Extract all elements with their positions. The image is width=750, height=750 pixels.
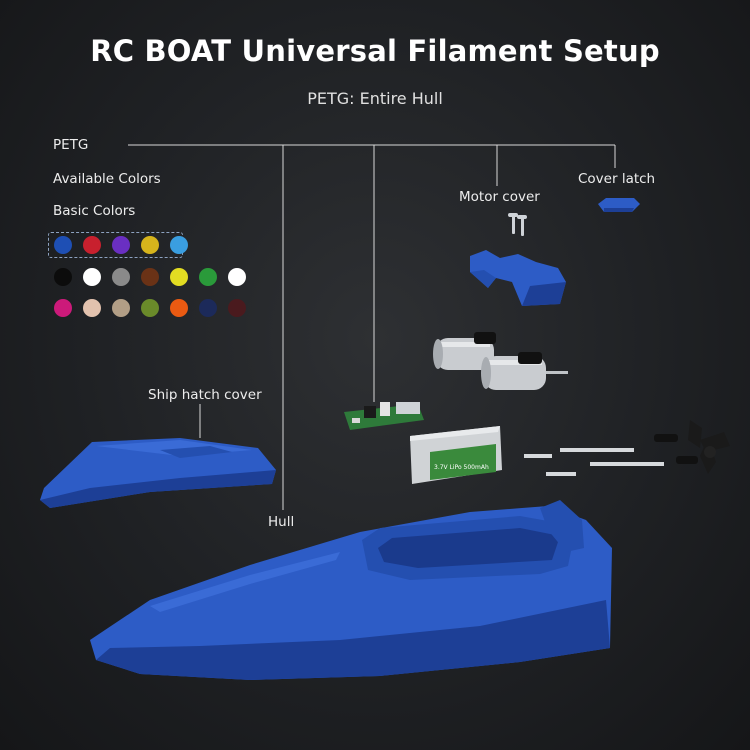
couplers-part <box>654 434 698 464</box>
color-swatch <box>199 268 217 286</box>
shafts-part <box>524 448 664 476</box>
swatch-row-3 <box>54 299 246 317</box>
color-swatch <box>54 299 72 317</box>
color-swatch <box>141 236 159 254</box>
color-swatch <box>228 268 246 286</box>
ship-hatch-cover-label: Ship hatch cover <box>148 387 262 403</box>
propellers-part <box>688 420 730 474</box>
ship-hatch-cover-part <box>40 438 276 508</box>
available-colors-label: Available Colors <box>53 171 161 187</box>
cover-latch-part <box>598 198 640 212</box>
page-subtitle: PETG: Entire Hull <box>307 89 443 108</box>
screws-part <box>508 213 527 236</box>
hull-part <box>90 500 612 680</box>
battery-part: 3.7V LiPo 500mAh <box>410 426 502 484</box>
material-label: PETG <box>53 137 89 153</box>
hull-label: Hull <box>268 514 295 530</box>
color-swatch <box>170 268 188 286</box>
color-swatch <box>141 268 159 286</box>
color-swatch <box>112 299 130 317</box>
color-swatch <box>54 236 72 254</box>
color-swatch <box>83 299 101 317</box>
color-swatch <box>170 299 188 317</box>
circuit-board-part <box>344 402 424 430</box>
color-swatch <box>112 268 130 286</box>
motor-cover-label: Motor cover <box>459 189 540 205</box>
color-swatch <box>141 299 159 317</box>
swatch-row-2 <box>54 268 246 286</box>
motor-2-part <box>481 352 568 390</box>
color-swatch <box>112 236 130 254</box>
page-title: RC BOAT Universal Filament Setup <box>90 34 660 68</box>
basic-colors-label: Basic Colors <box>53 203 136 219</box>
motor-1-part <box>433 332 496 370</box>
color-swatch <box>83 268 101 286</box>
color-swatch <box>199 299 217 317</box>
swatch-row-1 <box>54 236 188 254</box>
motor-cover-part <box>470 250 566 306</box>
color-swatch <box>170 236 188 254</box>
color-swatch <box>228 299 246 317</box>
color-swatch <box>83 236 101 254</box>
battery-text: 3.7V LiPo 500mAh <box>434 464 489 471</box>
color-swatch <box>54 268 72 286</box>
cover-latch-label: Cover latch <box>578 171 656 187</box>
